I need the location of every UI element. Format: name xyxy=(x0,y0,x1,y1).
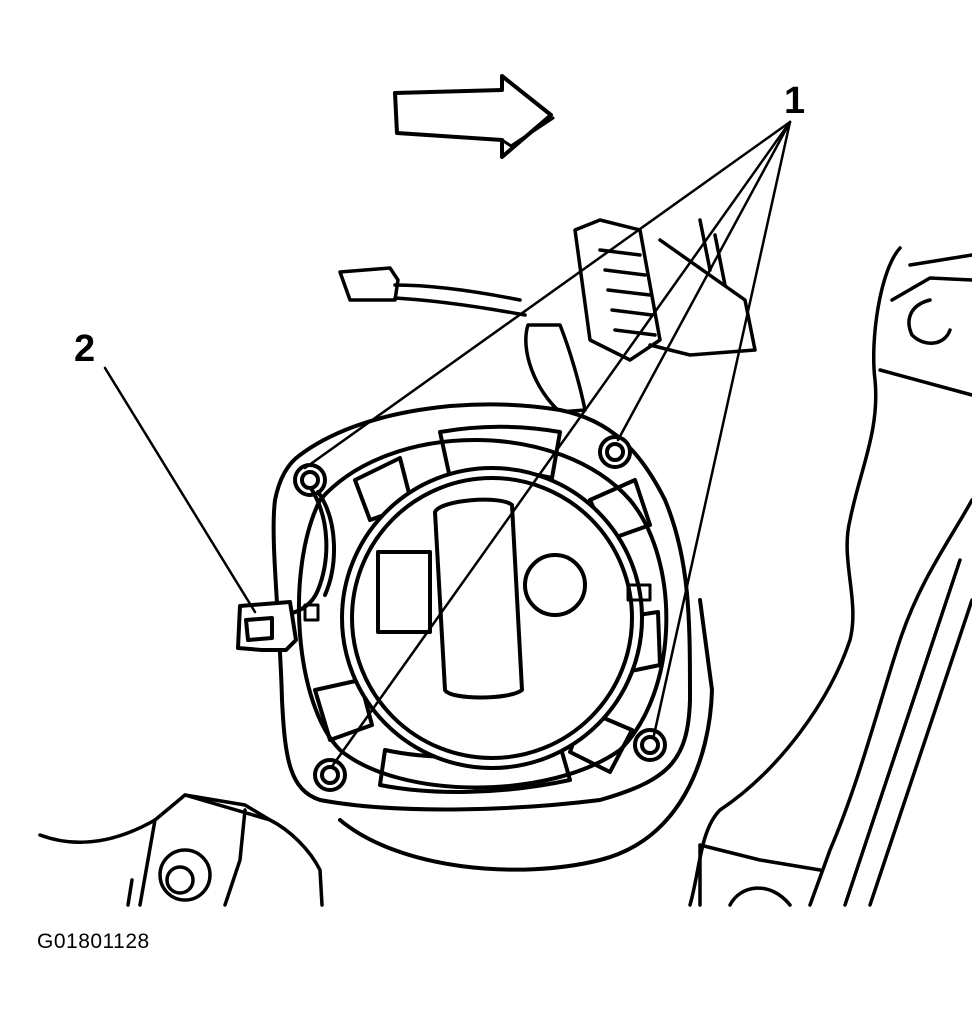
leader-1-lower-right xyxy=(652,120,792,737)
leader-1-upper-left xyxy=(303,120,792,470)
screw-upper-left xyxy=(293,463,327,497)
screw-lower-right xyxy=(633,728,667,762)
leader-1-lower-left xyxy=(331,120,792,767)
screw-lower-left xyxy=(313,758,347,792)
speaker-connector xyxy=(236,488,337,652)
lower-bracket xyxy=(38,793,324,907)
leader-1-upper-right xyxy=(616,120,792,442)
callout-leader-lines xyxy=(103,120,792,767)
speaker-assembly xyxy=(271,402,714,872)
callout-1-label: 1 xyxy=(784,80,806,122)
callout-2-label: 2 xyxy=(74,328,96,370)
leader-2 xyxy=(103,366,257,614)
mounting-screws xyxy=(293,435,667,792)
door-panel-structure xyxy=(688,246,972,907)
figure-id: G01801128 xyxy=(37,930,150,953)
right-arrow-icon xyxy=(393,74,555,159)
wiring-harness xyxy=(338,218,757,414)
screw-upper-right xyxy=(598,435,632,469)
